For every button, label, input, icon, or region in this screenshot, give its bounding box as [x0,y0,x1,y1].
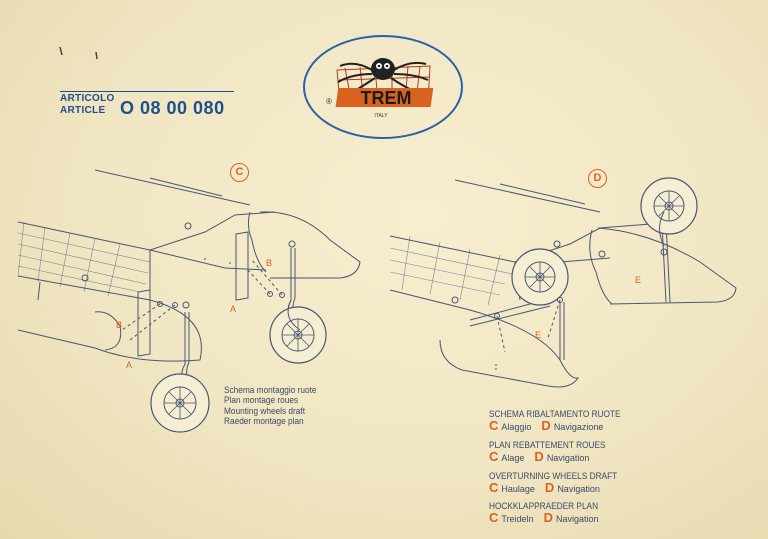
label-e-right: E [635,275,641,285]
marker-c: C [230,163,249,182]
article-header: ARTICOLO ARTICLE O 08 00 080 [60,91,234,118]
legend-heading: PLAN REBATTEMENT ROUES [489,440,606,450]
label-b-upper: B [266,258,272,268]
legend-heading: SCHEMA RIBALTAMENTO RUOTE [489,409,621,419]
legend-heading: HOCKKLAPPRAEDER PLAN [489,501,599,511]
wheel-icon [640,177,698,247]
logo-country: ITALY [374,113,388,119]
wheel-icon [150,373,210,433]
article-label-fr: ARTICLE [60,105,106,116]
wheel-icon [511,248,569,306]
label-e-center: E [535,330,541,340]
logo-brand: TREM [361,88,412,108]
caption-line-it: Schema montaggio ruote [224,385,317,395]
label-b-lower: B [116,320,122,330]
diagram-c-caption: Schema montaggio ruote Plan montage roue… [224,385,317,427]
label-a-lower: A [126,360,132,370]
pin-mark [59,46,98,60]
logo-registered: ® [326,97,332,106]
diagram-c-hull [17,169,361,391]
caption-line-fr: Plan montage roues [224,395,299,406]
wheel-icon [269,299,327,364]
label-a-upper: A [230,304,236,314]
article-label-it: ARTICOLO [60,93,115,104]
article-code: O 08 00 080 [120,98,225,118]
caption-line-en: Mounting wheels draft [224,405,306,416]
spider-icon [337,58,429,97]
marker-d: D [588,169,607,188]
article-rule [60,91,234,92]
caption-line-de: Raeder montage plan [224,416,304,427]
legend-heading: OVERTURNING WHEELS DRAFT [489,471,618,481]
trem-logo: TREM ITALY ® [303,35,463,139]
